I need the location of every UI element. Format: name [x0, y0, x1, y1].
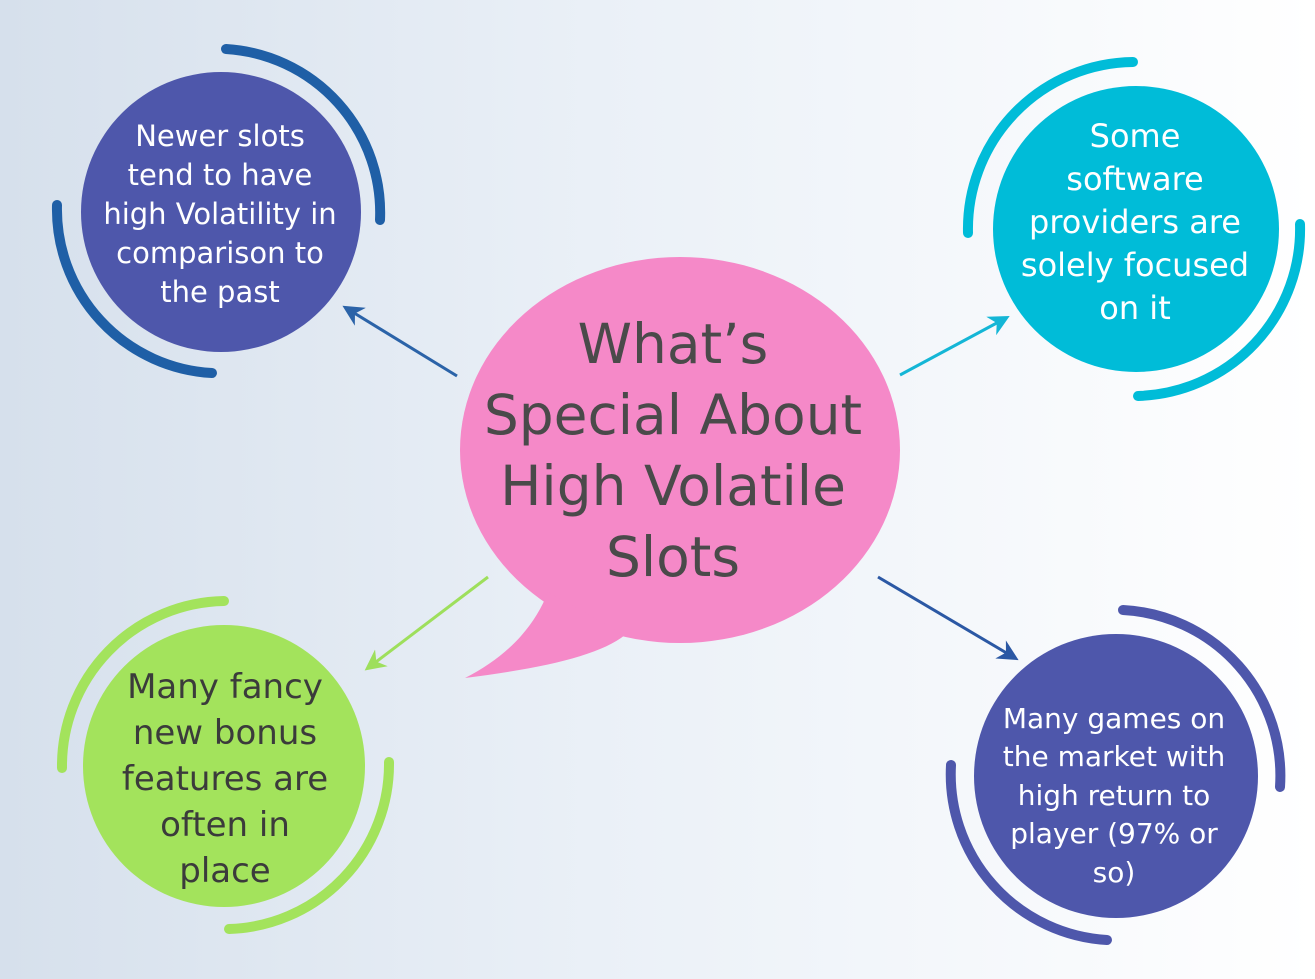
node-top-right-circle [993, 86, 1279, 372]
arrow-to-bottom-right [877, 575, 1019, 661]
node-bottom-left-circle [83, 625, 365, 907]
node-top-left-ring-upper [221, 44, 386, 225]
node-bottom-right-text: Many games on the market with high retur… [1002, 701, 1226, 889]
node-top-right [962, 57, 1306, 401]
arrow-to-top-right [899, 316, 1010, 377]
node-bottom-left-text: Many fancy new bonus features are often … [121, 667, 329, 891]
node-top-left [51, 44, 386, 378]
node-top-right-ring-upper [962, 57, 1138, 238]
node-bottom-left-ring-upper [56, 596, 229, 773]
node-bottom-left [56, 596, 395, 934]
node-bottom-right-circle [974, 634, 1258, 918]
speech-bubble-tail [465, 592, 625, 678]
speech-bubble-body [460, 257, 900, 643]
node-bottom-right [945, 605, 1286, 945]
node-top-right-ring-lower [1133, 219, 1306, 401]
node-top-left-circle [81, 72, 361, 352]
node-bottom-left-ring-lower [224, 757, 395, 934]
node-top-left-text: Newer slots tend to have high Volatility… [103, 118, 337, 309]
node-top-right-text: Some software providers are solely focus… [1020, 116, 1250, 327]
arrow-to-top-left [342, 305, 458, 378]
node-top-left-ring-lower [51, 200, 217, 378]
speech-bubble [460, 257, 900, 678]
center-title: What’s Special About High Volatile Slots [483, 312, 863, 589]
node-bottom-right-ring-lower [945, 760, 1112, 945]
node-bottom-right-ring-upper [1118, 605, 1286, 792]
arrow-to-bottom-left [364, 575, 489, 671]
